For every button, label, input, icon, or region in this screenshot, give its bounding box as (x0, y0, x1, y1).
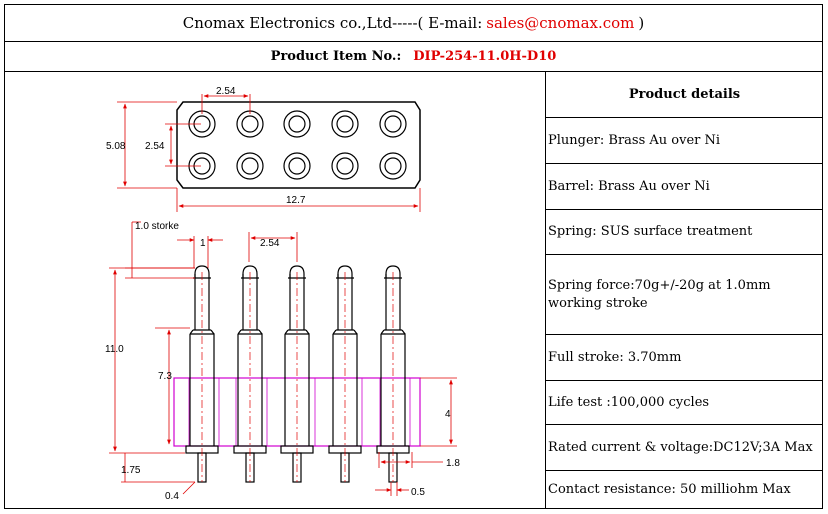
divider (5, 71, 822, 72)
pin-hole (283, 152, 311, 180)
product-item-label: Product Item No.: (270, 49, 402, 64)
email-link[interactable]: sales@cnomax.com (486, 14, 635, 32)
detail-spring: Spring: SUS surface treatment (546, 210, 823, 255)
pogo-pin (280, 265, 314, 483)
product-details-table: Product details Plunger: Brass Au over N… (545, 72, 823, 509)
company-text: Cnomax Electronics co.,Ltd-----( E-mail: (182, 14, 483, 32)
dim-tip: 1 (200, 238, 206, 249)
detail-contact-resistance: Contact resistance: 50 milliohm Max (548, 482, 791, 497)
spec-sheet: Cnomax Electronics co.,Ltd-----( E-mail:… (4, 4, 823, 509)
divider (5, 41, 822, 42)
dim-pitch-top: 2.54 (216, 86, 236, 97)
header-title: Cnomax Electronics co.,Ltd-----( E-mail:… (5, 5, 822, 41)
dim-pitch-side: 2.54 (260, 238, 280, 249)
dim-row-pitch: 2.54 (145, 141, 165, 152)
pin-hole (379, 110, 407, 138)
detail-barrel: Barrel: Brass Au over Ni (546, 164, 823, 210)
product-item-row: Product Item No.: DIP-254-11.0H-D10 (5, 42, 822, 71)
pogo-pin (233, 265, 267, 483)
header-close: ) (638, 14, 645, 32)
dim-total-height: 11.0 (105, 344, 124, 355)
pin-hole (236, 152, 264, 180)
pogo-pin (376, 265, 410, 483)
detail-life-test: Life test :100,000 cycles (546, 381, 823, 425)
dim-width: 12.7 (286, 195, 306, 206)
details-heading: Product details (546, 72, 823, 118)
dim-stroke: 1.0 storke (135, 221, 179, 232)
detail-full-stroke: Full stroke: 3.70mm (546, 335, 823, 381)
pin-hole (331, 110, 359, 138)
detail-plunger: Plunger: Brass Au over Ni (546, 118, 823, 164)
product-item-number: DIP-254-11.0H-D10 (413, 49, 557, 64)
detail-rated-current: Rated current & voltage:DC12V;3A Max (546, 425, 823, 471)
pogo-pin (328, 265, 362, 483)
dim-collar-diameter: 1.8 (446, 458, 460, 469)
dim-insulator-height: 4 (445, 409, 451, 420)
dim-body-height: 7.3 (158, 371, 172, 382)
pogo-pin (185, 265, 219, 483)
dim-height: 5.08 (106, 141, 126, 152)
pogo-pins (185, 265, 410, 483)
dim-tail-length: 1.75 (121, 465, 141, 476)
dim-pin-diameter: 0.5 (411, 487, 425, 498)
pin-hole (379, 152, 407, 180)
detail-spring-force: Spring force:70g+/-20g at 1.0mm working … (546, 255, 823, 335)
top-view-dimensions (117, 94, 421, 212)
side-view-dimensions (109, 221, 457, 496)
pin-hole (283, 110, 311, 138)
technical-drawing: 2.54 5.08 2.54 12.7 (5, 72, 545, 509)
top-view (176, 101, 421, 189)
pin-hole (331, 152, 359, 180)
pin-hole (236, 110, 264, 138)
dim-tail-diameter: 0.4 (165, 491, 179, 502)
